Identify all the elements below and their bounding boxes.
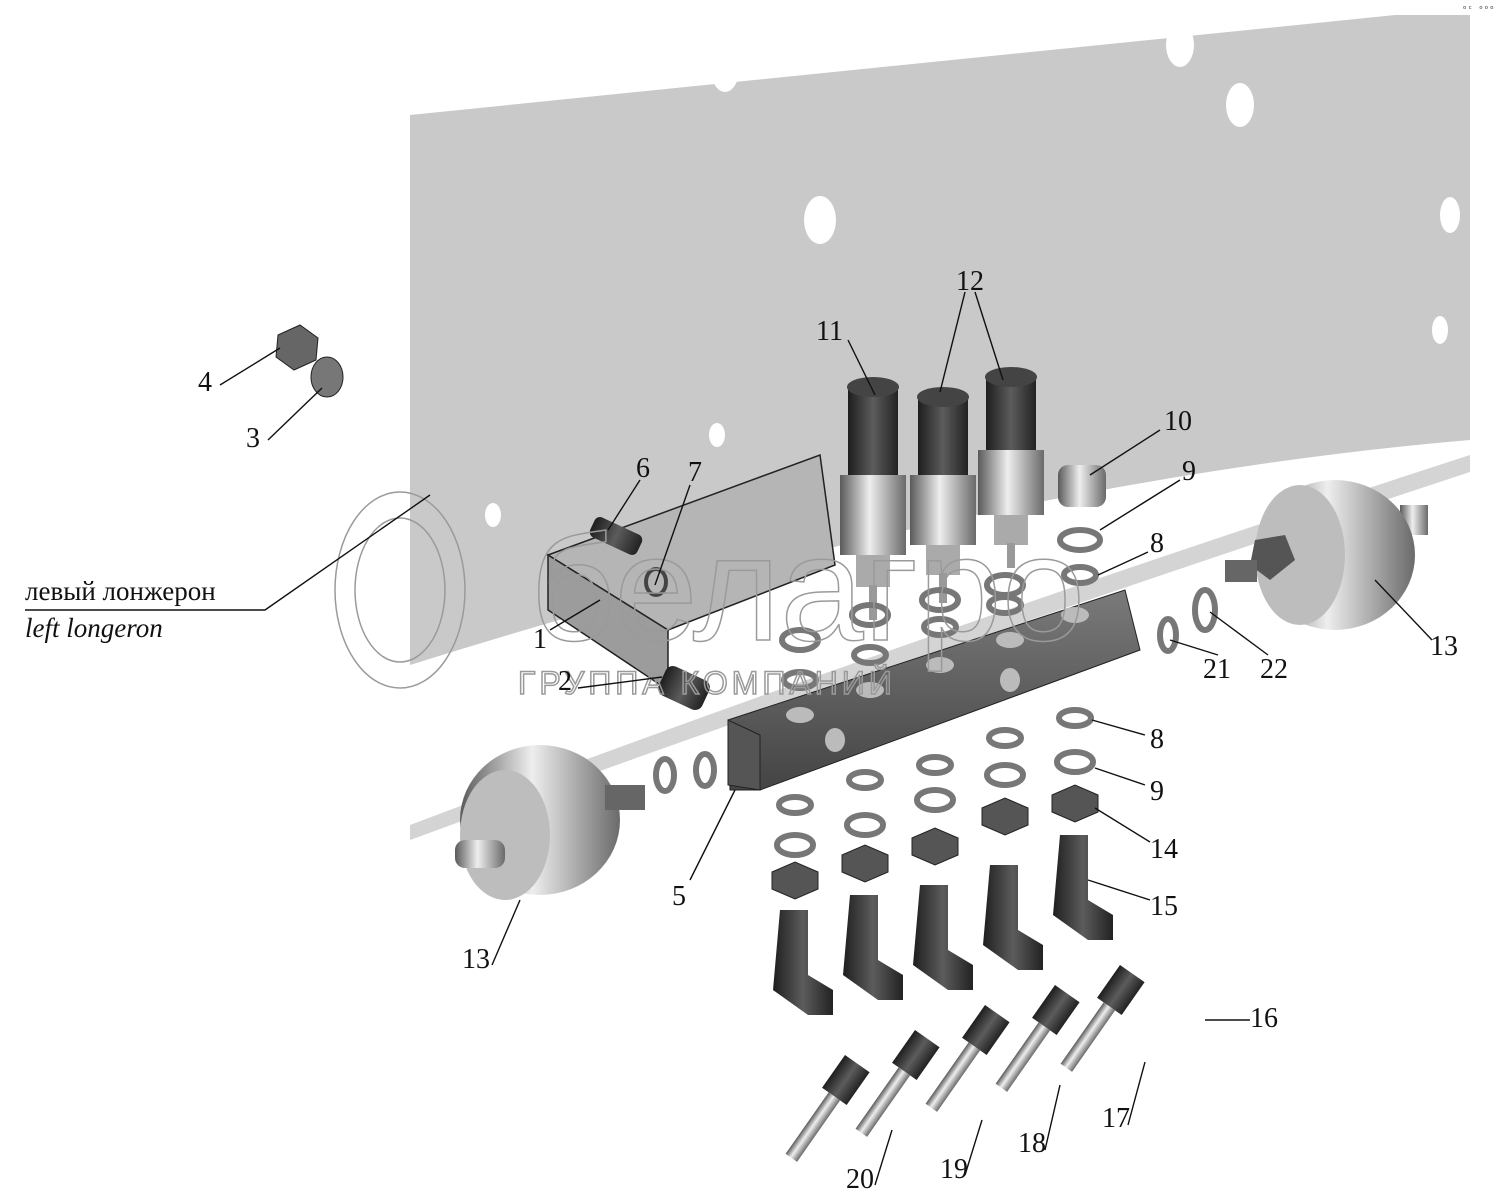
- callout-17: 17: [1102, 1103, 1130, 1134]
- bolt-2: [658, 665, 710, 711]
- plug: [1058, 465, 1106, 507]
- manifold-end: [727, 719, 761, 791]
- caption-leader: [25, 494, 431, 611]
- longeron-flange: [410, 455, 1470, 840]
- callout-3: 3: [246, 423, 260, 454]
- probe-fittings: [785, 965, 1145, 1162]
- leader-lines: [219, 291, 1433, 1186]
- callout-8: 8: [1150, 528, 1164, 559]
- longeron-plate: [410, 15, 1470, 665]
- callout-19: 19: [940, 1154, 968, 1185]
- manifold-ports: [786, 607, 1089, 752]
- callout-14: 14: [1150, 834, 1178, 865]
- nut-4: [275, 324, 319, 371]
- callout-12: 12: [956, 266, 984, 297]
- washer: [644, 567, 668, 597]
- watermark-subtitle: ГРУППА КОМПАНИЙ: [518, 665, 896, 701]
- callout-6: 6: [636, 453, 650, 484]
- nuts-14: [771, 784, 1099, 900]
- callout-9-lower: 9: [1150, 776, 1164, 807]
- callout-4: 4: [198, 367, 212, 398]
- callout-5: 5: [672, 881, 686, 912]
- corner-mark: ᵒᶜ ᵒᵒᵒ: [1462, 5, 1495, 15]
- callout-10: 10: [1164, 406, 1192, 437]
- callout-15: 15: [1150, 891, 1178, 922]
- callout-13-right: 13: [1430, 631, 1458, 662]
- pressure-sensor-right: [1225, 480, 1428, 630]
- elbow-fittings: [773, 835, 1113, 1015]
- bolt: [589, 517, 643, 555]
- plate-holes: [485, 23, 1460, 527]
- watermark-brand: белагро: [530, 504, 1085, 672]
- pressure-sensor-left: [455, 745, 645, 900]
- callout-8-lower: 8: [1150, 724, 1164, 755]
- callout-7: 7: [688, 457, 702, 488]
- callout-13-left: 13: [462, 944, 490, 975]
- callout-20: 20: [846, 1164, 874, 1195]
- sensors: [840, 367, 1044, 620]
- watermark-logo: белагро ГРУППА КОМПАНИЙ: [334, 491, 1086, 702]
- callout-2: 2: [558, 666, 572, 697]
- washers: [653, 527, 1218, 858]
- callout-9: 9: [1182, 456, 1196, 487]
- callout-18: 18: [1018, 1128, 1046, 1159]
- callout-22: 22: [1260, 654, 1288, 685]
- callout-11: 11: [816, 316, 843, 347]
- caption-ru: левый лонжерон: [25, 576, 216, 606]
- callout-16: 16: [1250, 1003, 1278, 1034]
- callout-labels: 4 3 6 7 11 12 10 9 8 21 22 13 1 2 5 8 9 …: [198, 266, 1458, 1195]
- callout-21: 21: [1203, 654, 1231, 685]
- callout-1: 1: [533, 624, 547, 655]
- nut-3: [310, 356, 344, 398]
- caption-en: left longeron: [25, 613, 163, 643]
